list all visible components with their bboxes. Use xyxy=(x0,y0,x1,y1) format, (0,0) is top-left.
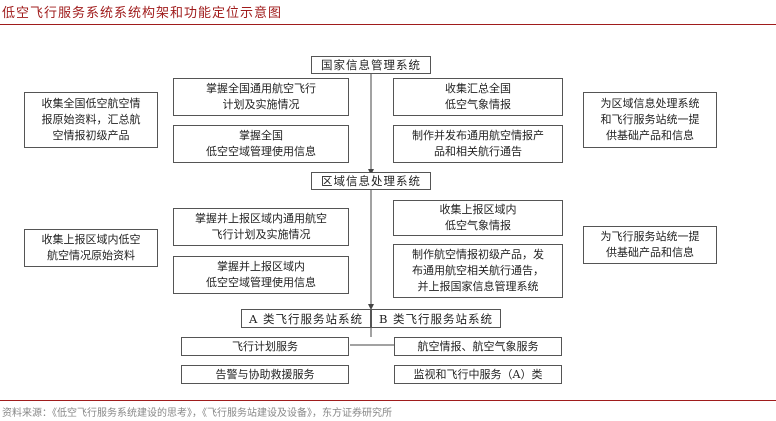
footer-rule xyxy=(0,400,776,401)
regional-info-system-box: 区域信息处理系统 xyxy=(311,172,431,190)
national-left-box-2: 掌握全国 低空空域管理使用信息 xyxy=(173,125,349,163)
diagram-title: 低空飞行服务系统系统构架和功能定位示意图 xyxy=(2,6,283,21)
regional-right-box-1: 收集上报区域内 低空气象情报 xyxy=(393,200,563,236)
regional-side-left-box: 收集上报区域内低空 航空情况原始资料 xyxy=(24,229,158,267)
regional-right-box-2: 制作航空情报初级产品，发 布通用航空相关航行通告， 并上报国家信息管理系统 xyxy=(393,244,563,298)
title-rule xyxy=(0,24,776,25)
national-right-box-2: 制作并发布通用航空情报产 品和相关航行通告 xyxy=(393,125,563,163)
regional-left-box-1: 掌握并上报区域内通用航空 飞行计划及实施情况 xyxy=(173,208,349,246)
national-left-box-1: 掌握全国通用航空飞行 计划及实施情况 xyxy=(173,78,349,116)
regional-side-right-box: 为飞行服务站统一提 供基础产品和信息 xyxy=(583,226,717,264)
national-right-box-1: 收集汇总全国 低空气象情报 xyxy=(393,78,563,116)
aeronautical-info-weather-box: 航空情报、航空气象服务 xyxy=(394,337,562,356)
regional-left-box-2: 掌握并上报区域内 低空空域管理使用信息 xyxy=(173,256,349,294)
source-footer: 资料来源：《低空飞行服务系统建设的思考》，《飞行服务站建设及设备》，东方证券研究… xyxy=(2,408,392,418)
national-info-system-box: 国家信息管理系统 xyxy=(311,56,431,74)
surveillance-inflight-box: 监视和飞行中服务（A）类 xyxy=(394,365,562,384)
alert-rescue-service-box: 告警与协助救援服务 xyxy=(181,365,349,384)
flight-plan-service-box: 飞行计划服务 xyxy=(181,337,349,356)
national-side-left-box: 收集全国低空航空情 报原始资料，汇总航 空情报初级产品 xyxy=(24,92,158,148)
national-side-right-box: 为区域信息处理系统 和飞行服务站统一提 供基础产品和信息 xyxy=(583,92,717,148)
a-class-station-box: A 类飞行服务站系统 xyxy=(241,309,371,328)
b-class-station-box: B 类飞行服务站系统 xyxy=(371,309,501,328)
